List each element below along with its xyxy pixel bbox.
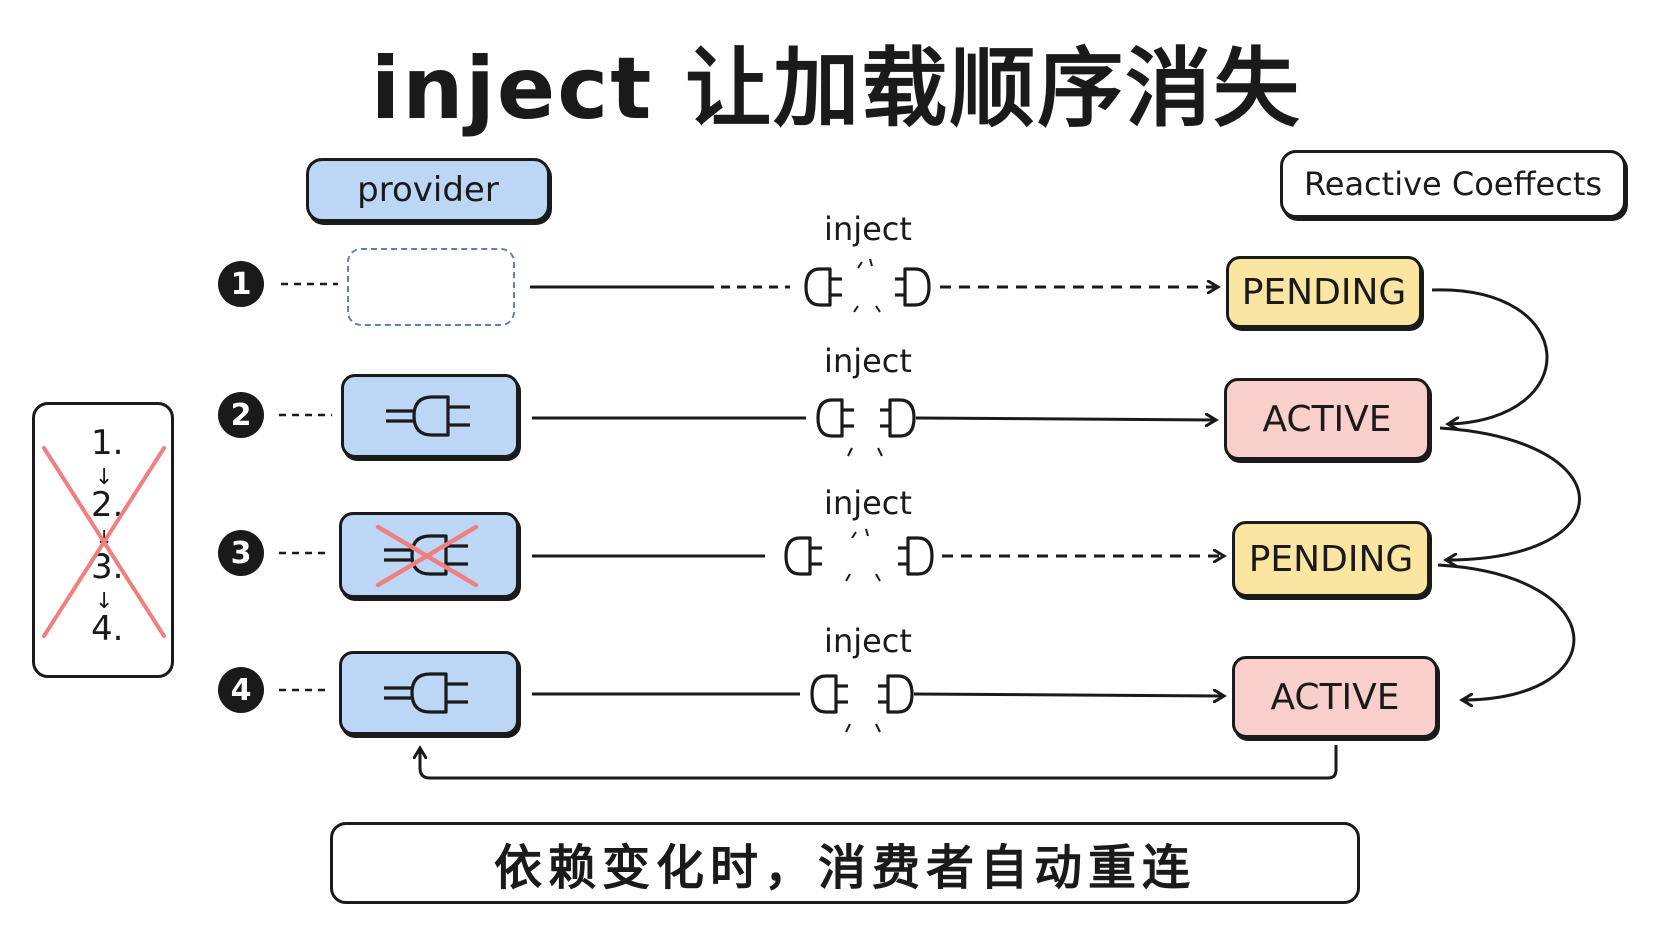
inject-label: inject [824, 622, 912, 660]
state-badge-active: ACTIVE [1232, 656, 1438, 738]
order-item: 4. [91, 609, 124, 649]
plug-icon [784, 536, 824, 576]
plug-icon [804, 267, 844, 307]
cross-icon [42, 446, 166, 638]
provider-slot [341, 374, 519, 458]
spark-icon [845, 723, 881, 733]
order-item: 1. [91, 423, 124, 463]
footer-caption: 依赖变化时，消费者自动重连 [330, 822, 1360, 904]
load-order-box: 1. ↓ 2. ↓ 3. ↓ 4. [32, 402, 174, 678]
row-number-badge: 1 [218, 261, 264, 307]
inject-label: inject [824, 484, 912, 522]
spark-icon [847, 447, 883, 457]
socket-icon [878, 398, 916, 438]
socket-icon [896, 536, 934, 576]
plug-icon [810, 674, 850, 714]
provider-header: provider [306, 158, 550, 222]
socket-icon [876, 674, 914, 714]
spark-icon [853, 258, 881, 313]
provider-slot [339, 651, 519, 735]
plug-icon [384, 672, 468, 714]
state-badge-pending: PENDING [1226, 256, 1422, 328]
order-arrow-icon: ↓ [95, 465, 114, 490]
reconnect-arrow [420, 745, 1338, 780]
inject-label: inject [824, 342, 912, 380]
spark-icon [845, 528, 881, 582]
plug-icon [386, 395, 470, 437]
row-number-badge: 3 [218, 530, 264, 576]
state-badge-active: ACTIVE [1224, 378, 1430, 460]
provider-slot-empty [347, 248, 515, 326]
inject-label: inject [824, 210, 912, 248]
coeffects-header: Reactive Coeffects [1280, 150, 1626, 218]
plug-icon [384, 534, 468, 576]
row-number-badge: 4 [218, 667, 264, 713]
state-transition-arrows [1431, 288, 1581, 700]
cross-icon [375, 524, 479, 588]
state-badge-pending: PENDING [1232, 521, 1430, 597]
plug-icon [816, 398, 856, 438]
socket-icon [893, 267, 931, 307]
diagram-title: inject 让加载顺序消失 [370, 39, 1302, 139]
row-number-badge: 2 [218, 392, 264, 438]
order-arrow-icon: ↓ [95, 589, 114, 614]
